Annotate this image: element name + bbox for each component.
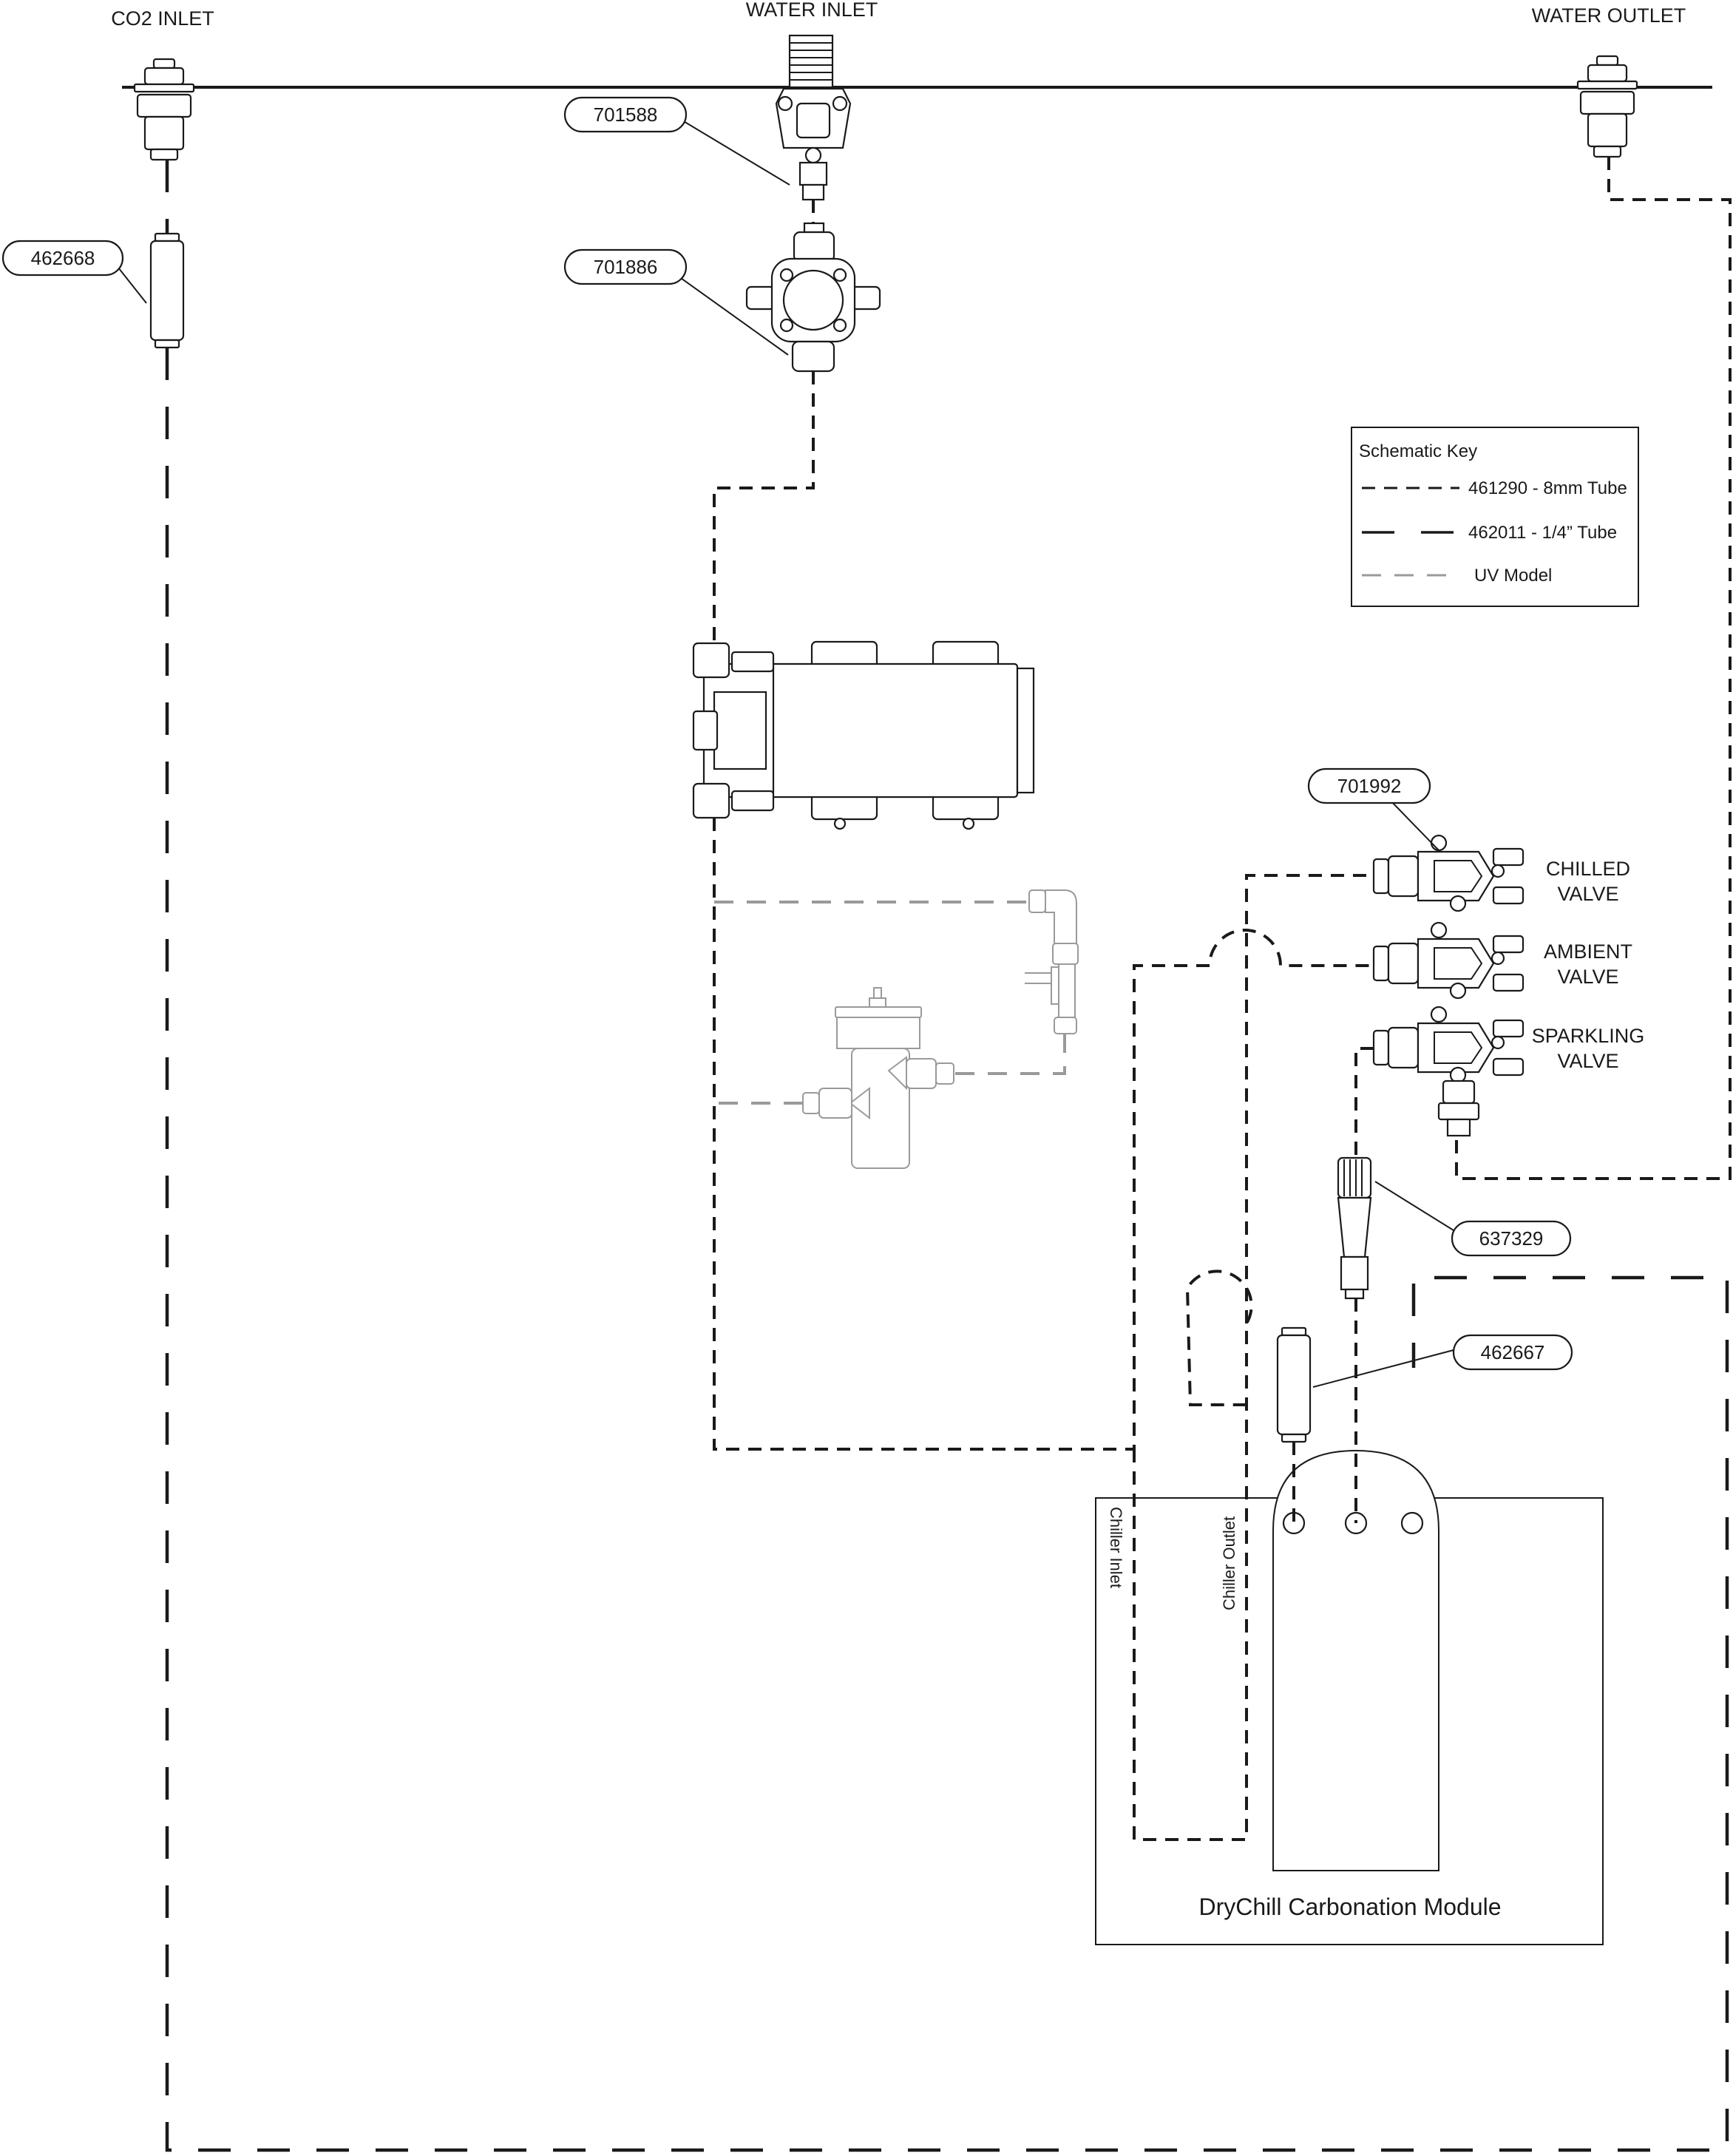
chiller-inlet-label: Chiller Inlet [1107, 1507, 1125, 1588]
svg-text:462668: 462668 [31, 247, 95, 269]
water-inlet-fitting [788, 34, 834, 89]
key-label-quarter: 462011 - 1/4” Tube [1468, 523, 1617, 543]
ambient-valve-label-line2: VALVE [1557, 966, 1618, 988]
water-inlet-label: WATER INLET [746, 0, 878, 21]
svg-text:462667: 462667 [1481, 1341, 1545, 1363]
sparkling-valve-label-line1: SPARKLING [1532, 1025, 1645, 1047]
schematic-key-title: Schematic Key [1359, 441, 1477, 461]
pressure-regulator-701588 [775, 87, 852, 201]
ambient-valve [1372, 921, 1525, 1000]
uv-elbow-fitting [1025, 889, 1079, 1034]
key-label-uv: UV Model [1474, 566, 1552, 586]
svg-text:701588: 701588 [594, 104, 658, 126]
callout-701992: 701992 [1307, 767, 1439, 851]
check-valve-462667 [1276, 1326, 1312, 1443]
co2-bulkhead-fitting [133, 58, 195, 161]
svg-text:701886: 701886 [594, 256, 658, 278]
ambient-valve-label-line1: AMBIENT [1544, 940, 1632, 963]
co2-check-valve-462668 [149, 232, 185, 349]
callout-701588: 701588 [563, 96, 790, 186]
flow-control-637329 [1337, 1156, 1372, 1300]
tube-sparkling-valve-feed [1354, 1047, 1374, 1158]
module-name-label: DryChill Carbonation Module [1198, 1894, 1501, 1920]
sparkling-valve-label-line2: VALVE [1557, 1050, 1618, 1072]
tube-chiller-inlet-down [1133, 1269, 1253, 1841]
callout-462668: 462668 [1, 240, 147, 304]
svg-text:701992: 701992 [1337, 775, 1402, 797]
tube-water-outlet-return [1455, 157, 1732, 1180]
tube-flowblock-to-pump [713, 371, 815, 643]
tube-chiller-to-chilled-valve [1245, 874, 1374, 1323]
svg-text:637329: 637329 [1479, 1227, 1544, 1250]
callout-701886: 701886 [563, 248, 789, 356]
water-outlet-label: WATER OUTLET [1532, 4, 1686, 27]
sparkling-valve [1372, 1006, 1525, 1137]
water-outlet-bulkhead-fitting [1576, 55, 1638, 158]
schematic-key: Schematic Key 461290 - 8mm Tube 462011 -… [1351, 427, 1639, 607]
chilled-valve-label-line2: VALVE [1557, 883, 1618, 905]
tube-co2-main-loop [165, 348, 1729, 2152]
co2-inlet-label: CO2 INLET [111, 7, 214, 30]
chilled-valve [1372, 834, 1525, 912]
callout-637329: 637329 [1374, 1181, 1572, 1257]
chiller-outlet-label: Chiller Outlet [1220, 1516, 1238, 1610]
flow-block-701886 [745, 222, 881, 373]
pump [692, 640, 1035, 830]
chilled-valve-label-line1: CHILLED [1546, 858, 1630, 880]
uv-lamp-unit [802, 987, 954, 1169]
callout-462667: 462667 [1312, 1334, 1573, 1388]
tube-uv-elbow-to-lamp [954, 1034, 1066, 1075]
key-label-8mm: 461290 - 8mm Tube [1468, 478, 1627, 498]
drychill-carbonation-module [1095, 1449, 1604, 1945]
